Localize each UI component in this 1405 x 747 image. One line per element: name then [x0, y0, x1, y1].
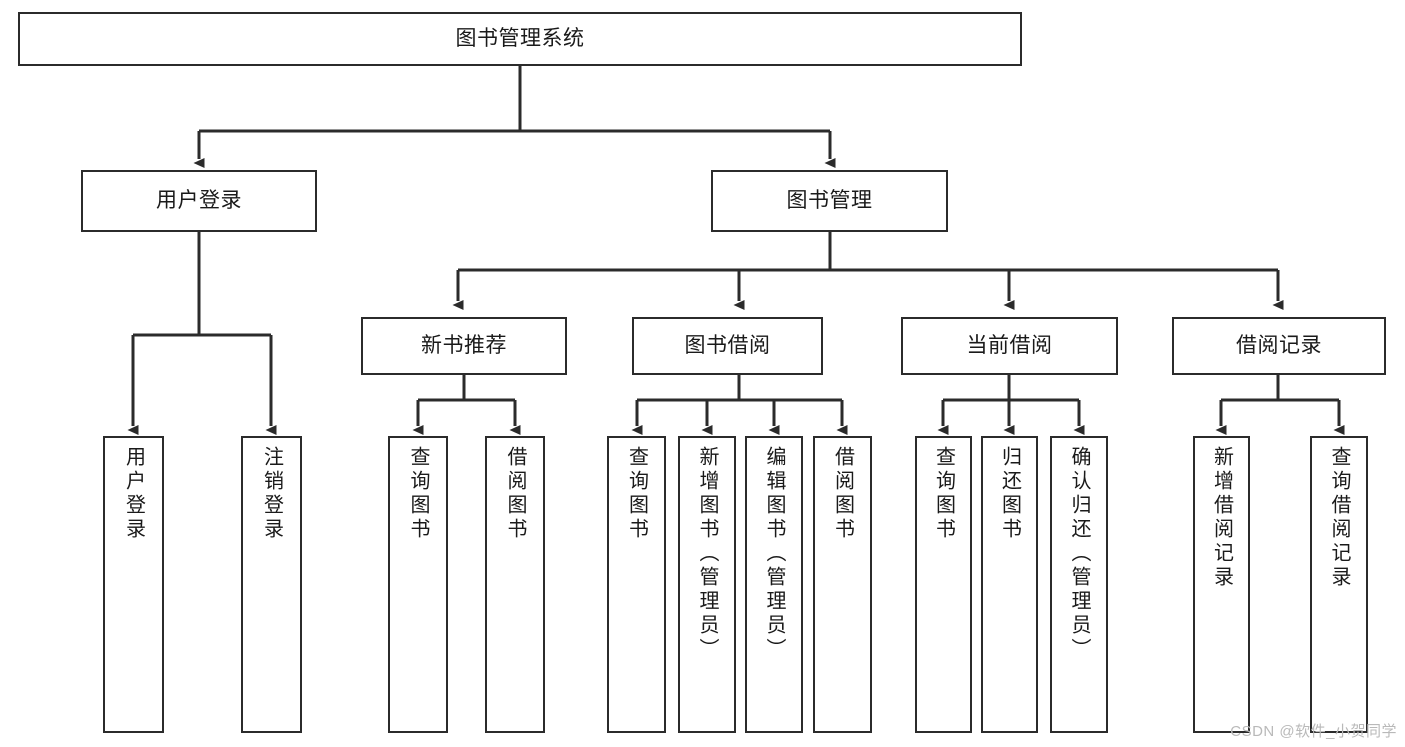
leaf-borrow-query-book[interactable]: 查询图书: [607, 436, 666, 733]
node-label: 图书管理: [786, 188, 873, 212]
node-label: 借阅图书: [504, 446, 526, 542]
leaf-user-login-signin[interactable]: 用户登录: [103, 436, 164, 733]
node-borrow-records[interactable]: 借阅记录: [1172, 317, 1386, 375]
node-label: 归还图书: [998, 446, 1021, 542]
node-book-management[interactable]: 图书管理: [711, 170, 948, 232]
node-current-borrow[interactable]: 当前借阅: [901, 317, 1118, 375]
node-label: 查询借阅记录: [1328, 446, 1350, 590]
node-label: 借阅记录: [1236, 333, 1322, 357]
node-label: 注销登录: [260, 446, 283, 542]
node-label: 编辑图书（管理员）: [763, 446, 785, 662]
node-label: 用户登录: [122, 446, 145, 542]
node-book-borrow[interactable]: 图书借阅: [632, 317, 823, 375]
node-user-login[interactable]: 用户登录: [81, 170, 317, 232]
leaf-current-return-book[interactable]: 归还图书: [981, 436, 1038, 733]
leaf-records-add-record[interactable]: 新增借阅记录: [1193, 436, 1250, 733]
node-label: 查询图书: [625, 446, 648, 542]
node-new-book-recommend[interactable]: 新书推荐: [361, 317, 567, 375]
node-label: 新书推荐: [421, 333, 507, 357]
node-label: 用户登录: [156, 188, 242, 212]
leaf-current-query-book[interactable]: 查询图书: [915, 436, 972, 733]
leaf-user-login-signout[interactable]: 注销登录: [241, 436, 302, 733]
node-label: 新增借阅记录: [1210, 446, 1233, 590]
node-label: 借阅图书: [831, 446, 854, 542]
leaf-borrow-edit-book-admin[interactable]: 编辑图书（管理员）: [745, 436, 803, 733]
node-label: 当前借阅: [966, 333, 1053, 357]
node-label: 查询图书: [407, 446, 429, 542]
leaf-borrow-add-book-admin[interactable]: 新增图书（管理员）: [678, 436, 736, 733]
node-root-system[interactable]: 图书管理系统: [18, 12, 1022, 66]
node-label: 查询图书: [932, 446, 955, 542]
leaf-new-book-borrow[interactable]: 借阅图书: [485, 436, 545, 733]
node-label: 图书管理系统: [455, 26, 585, 50]
watermark-text: CSDN @软件_小贺同学: [1230, 723, 1397, 740]
leaf-new-book-query[interactable]: 查询图书: [388, 436, 448, 733]
node-label: 确认归还（管理员）: [1068, 446, 1090, 662]
node-label: 新增图书（管理员）: [696, 446, 718, 662]
leaf-current-confirm-return-admin[interactable]: 确认归还（管理员）: [1050, 436, 1108, 733]
node-label: 图书借阅: [684, 333, 771, 357]
leaf-borrow-borrow-book[interactable]: 借阅图书: [813, 436, 872, 733]
leaf-records-query-record[interactable]: 查询借阅记录: [1310, 436, 1368, 733]
